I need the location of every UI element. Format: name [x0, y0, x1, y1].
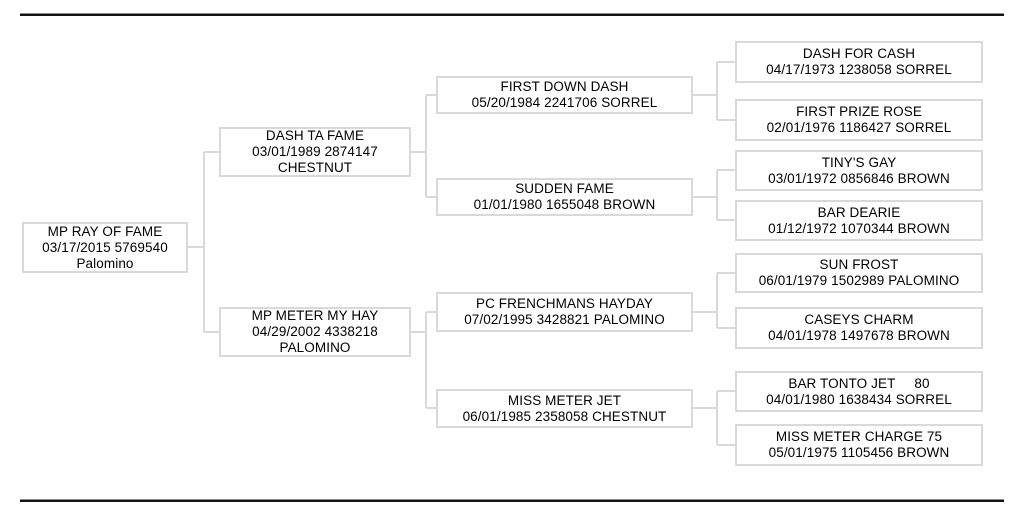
- pedigree-box-dam: MP METER MY HAY 04/29/2002 4338218 PALOM…: [219, 307, 411, 357]
- horse-registration: 05/20/1984 2241706 SORREL: [471, 95, 658, 110]
- pedigree-box-sire: DASH TA FAME 03/01/1989 2874147 CHESTNUT: [219, 127, 411, 177]
- horse-name: BAR DEARIE: [817, 204, 901, 220]
- horse-registration: 02/01/1976 1186427 SORREL: [766, 120, 952, 135]
- horse-registration: 01/01/1980 1655048 BROWN: [473, 197, 656, 212]
- horse-registration: 06/01/1979 1502989 PALOMINO: [758, 273, 960, 288]
- horse-registration: 03/01/1972 0856846 BROWN: [768, 170, 950, 186]
- horse-name: SUDDEN FAME: [515, 181, 614, 196]
- pedigree-box-sire-sire-dam: FIRST PRIZE ROSE 02/01/1976 1186427 SORR…: [735, 99, 983, 141]
- horse-registration: 03/01/1989 2874147: [252, 144, 378, 159]
- horse-name: MP RAY OF FAME: [47, 223, 163, 239]
- horse-name: DASH TA FAME: [265, 128, 365, 143]
- pedigree-box-dam-dam-dam: MISS METER CHARGE 75 05/01/1975 1105456 …: [735, 424, 983, 466]
- top-rule-divider: [20, 13, 1004, 16]
- horse-color: CHESTNUT: [277, 160, 353, 175]
- pedigree-box-dam-dam-sire: BAR TONTO JET 80 04/01/1980 1638434 SORR…: [735, 371, 983, 412]
- horse-name: MISS METER CHARGE 75: [775, 429, 943, 444]
- horse-name: PC FRENCHMANS HAYDAY: [475, 296, 654, 311]
- horse-name: FIRST PRIZE ROSE: [796, 104, 922, 119]
- horse-registration: 04/01/1978 1497678 BROWN: [768, 328, 950, 343]
- horse-name: SUN FROST: [819, 257, 899, 272]
- pedigree-box-dam-sire: PC FRENCHMANS HAYDAY 07/02/1995 3428821 …: [436, 292, 693, 332]
- horse-name: DASH FOR CASH: [802, 46, 916, 61]
- pedigree-box-sire-dam-dam: BAR DEARIE 01/12/1972 1070344 BROWN: [735, 200, 983, 241]
- pedigree-box-subject: MP RAY OF FAME 03/17/2015 5769540 Palomi…: [22, 222, 188, 273]
- pedigree-box-sire-sire: FIRST DOWN DASH 05/20/1984 2241706 SORRE…: [436, 76, 693, 114]
- horse-registration: 05/01/1975 1105456 BROWN: [768, 445, 950, 460]
- horse-color: Palomino: [76, 255, 134, 271]
- bottom-rule-divider: [20, 499, 1004, 502]
- horse-name: FIRST DOWN DASH: [500, 79, 629, 94]
- pedigree-box-sire-dam: SUDDEN FAME 01/01/1980 1655048 BROWN: [436, 178, 693, 216]
- pedigree-box-dam-sire-dam: CASEYS CHARM 04/01/1978 1497678 BROWN: [735, 307, 983, 349]
- horse-name: BAR TONTO JET 80: [788, 375, 930, 391]
- horse-registration: 01/12/1972 1070344 BROWN: [768, 220, 950, 236]
- horse-name: TINY'S GAY: [821, 154, 897, 170]
- pedigree-box-dam-dam: MISS METER JET 06/01/1985 2358058 CHESTN…: [436, 389, 693, 428]
- pedigree-box-sire-dam-sire: TINY'S GAY 03/01/1972 0856846 BROWN: [735, 150, 983, 191]
- horse-name: CASEYS CHARM: [804, 312, 914, 327]
- horse-registration: 04/29/2002 4338218: [252, 324, 378, 339]
- horse-registration: 07/02/1995 3428821 PALOMINO: [464, 312, 665, 327]
- horse-registration: 04/01/1980 1638434 SORREL: [766, 391, 952, 407]
- horse-registration: 03/17/2015 5769540: [42, 239, 168, 255]
- horse-name: MISS METER JET: [507, 392, 622, 408]
- horse-color: PALOMINO: [279, 340, 351, 355]
- pedigree-box-sire-sire-sire: DASH FOR CASH 04/17/1973 1238058 SORREL: [735, 41, 983, 83]
- horse-name: MP METER MY HAY: [251, 308, 379, 323]
- horse-registration: 04/17/1973 1238058 SORREL: [766, 62, 952, 77]
- horse-registration: 06/01/1985 2358058 CHESTNUT: [462, 408, 667, 424]
- pedigree-box-dam-sire-sire: SUN FROST 06/01/1979 1502989 PALOMINO: [735, 253, 983, 293]
